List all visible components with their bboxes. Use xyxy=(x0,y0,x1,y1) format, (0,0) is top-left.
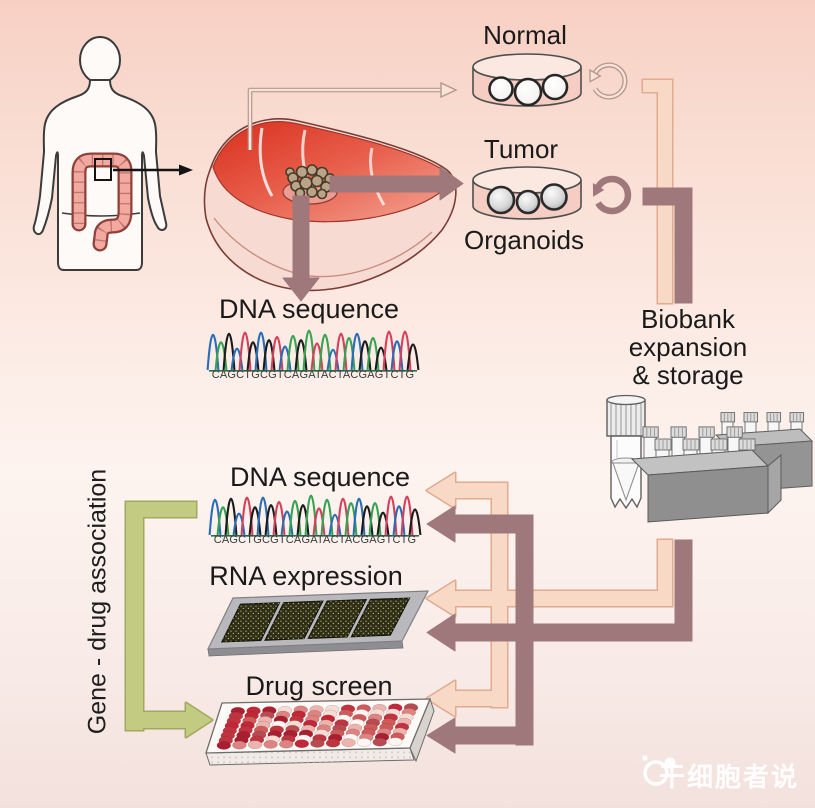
biopsy-arrow-icon xyxy=(113,164,193,176)
rna-expression-label: RNA expression xyxy=(209,561,403,591)
biobank-line3: & storage xyxy=(632,360,744,390)
tumor-cluster-icon xyxy=(282,164,338,205)
watermark: 干细胞者说 xyxy=(594,757,799,794)
watermark-text: 干细胞者说 xyxy=(658,762,799,792)
colon-tissue-icon xyxy=(203,118,457,292)
normal-label: Normal xyxy=(483,20,567,50)
passage-cycle-icon-normal xyxy=(589,62,628,100)
biobank-line2: expansion xyxy=(628,332,748,362)
vial-rack-icon xyxy=(630,412,814,523)
cryovial-icon xyxy=(606,394,646,510)
human-body-icon xyxy=(32,36,193,271)
biobank-label: Biobank expansion & storage xyxy=(598,305,778,389)
gene-drug-bracket xyxy=(124,500,214,739)
petri-dish-normal-icon xyxy=(472,53,582,107)
tumor-organoids xyxy=(486,183,568,215)
petri-dish-tumor-icon xyxy=(472,166,582,220)
drug-screen-label: Drug screen xyxy=(245,671,393,701)
organoids-label: Organoids xyxy=(464,225,584,255)
biopsy-box xyxy=(94,158,112,181)
wellplate-icon xyxy=(205,697,435,766)
microarray-chip-icon xyxy=(207,590,430,657)
normal-organoids xyxy=(488,73,569,107)
dna-sequence-top-label: DNA sequence xyxy=(218,294,400,324)
dna-sequence-top-text: CAGCTGCGTCAGATACTACGAGTCTG xyxy=(211,369,415,381)
watermark-logo-icon xyxy=(642,755,676,786)
gene-drug-association-label: Gene - drug association xyxy=(83,468,112,735)
chromatogram-icon xyxy=(206,329,420,372)
mauve-arrow-network xyxy=(282,166,693,754)
dna-sequence-bottom-label: DNA sequence xyxy=(229,462,411,492)
biobank-line1: Biobank xyxy=(641,304,735,334)
chromatogram-icon xyxy=(208,494,422,537)
passage-cycle-icon-tumor xyxy=(592,175,632,215)
tumor-label: Tumor xyxy=(483,134,559,164)
normal-sample-arrow-icon xyxy=(247,81,458,150)
dna-sequence-bottom-text: CAGCTGCGTCAGATACTACGAGTCTG xyxy=(213,534,417,546)
